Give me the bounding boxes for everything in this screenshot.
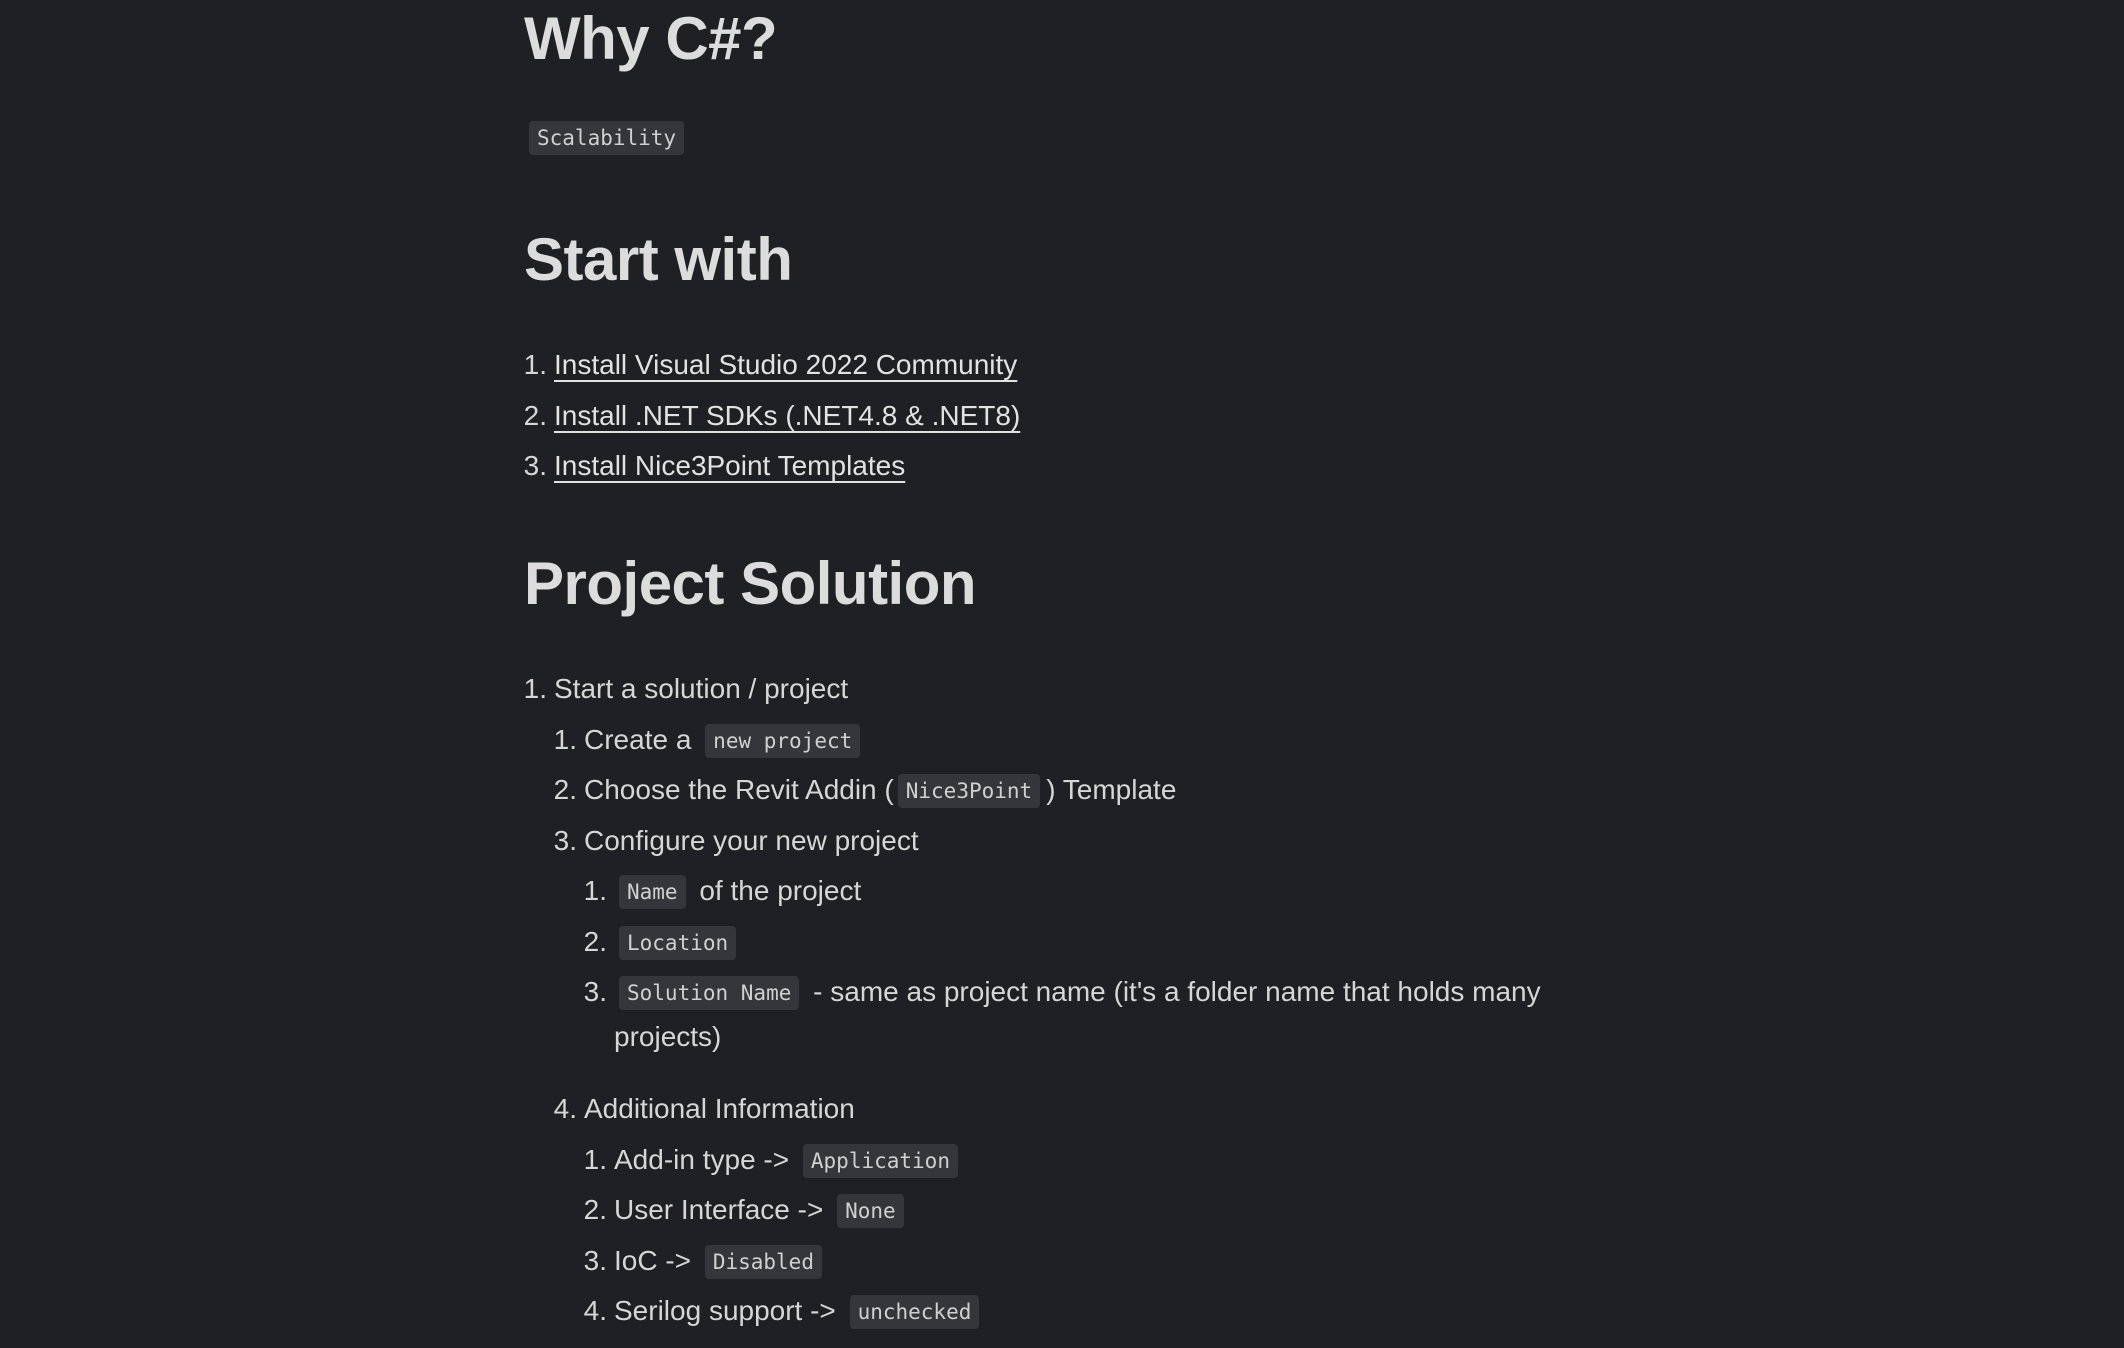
list-item: 4. Serilog support -> unchecked [583,1289,1614,1340]
inline-code-name: Name [619,875,686,909]
list-number: 2. [583,1194,607,1225]
list-item: 3. Configure your new project [553,819,1614,870]
list-number: 4. [583,1295,607,1326]
list-item-text: User Interface -> [614,1194,824,1225]
list-item: 1. Install Visual Studio 2022 Community [523,343,1020,394]
list-number: 1. [583,1143,607,1175]
list-item: 1. Name of the project [583,869,1614,920]
inline-code-scalability: Scalability [529,121,685,155]
list-item: 3. Solution Name - same as project name … [583,970,1614,1087]
list-number: 2. [583,925,607,957]
start-with-list: 1. Install Visual Studio 2022 Community … [523,343,1021,495]
list-number: 2. [523,399,547,431]
list-item-text: Additional Information [584,1093,855,1124]
list-number: 1. [523,349,547,380]
list-item-text: Configure your new project [584,824,919,856]
list-number: 3. [583,1244,607,1276]
list-item-text: ) Template [1046,774,1177,805]
heading-start-with: Start with [524,226,793,293]
inline-code-location: Location [619,925,737,960]
list-item: 1. Create a new project [553,718,1614,769]
heading-why-csharp: Why C#? [524,5,778,72]
list-item: 1. Add-in type -> Application [583,1138,1614,1189]
link-install-nice3point-templates[interactable]: Install Nice3Point Templates [554,450,906,481]
list-item-text: Serilog support -> [614,1295,836,1326]
list-item: 2. User Interface -> None [583,1188,1614,1239]
inline-code-disabled: Disabled [704,1244,822,1279]
list-number: 3. [583,976,607,1007]
project-solution-list: 1. Start a solution / project 1. Create … [523,667,1614,1340]
list-number: 1. [553,723,577,755]
inline-code-solution-name: Solution Name [619,976,800,1010]
inline-code-none: None [837,1194,904,1228]
list-item-text: Choose the Revit Addin ( [584,774,894,805]
inline-code-nice3point: Nice3Point [897,774,1041,808]
list-number: 3. [553,824,577,856]
list-item-text: Add-in type -> [614,1143,790,1175]
list-number: 4. [553,1093,577,1124]
inline-code-new-project: new project [705,723,861,758]
inline-code-unchecked: unchecked [849,1295,980,1329]
list-item: 1. Start a solution / project [523,667,1614,718]
list-item: 4. Additional Information [553,1087,1614,1138]
list-number: 2. [553,774,577,805]
list-item: 2. Choose the Revit Addin (Nice3Point) T… [553,768,1614,819]
list-item-text: IoC -> [614,1244,692,1276]
link-install-visual-studio[interactable]: Install Visual Studio 2022 Community [554,349,1018,380]
heading-project-solution: Project Solution [524,550,977,617]
list-item-text: - same as project name (it's a folder na… [614,976,1541,1052]
tag-row: Scalability [529,121,685,155]
list-number: 3. [523,450,547,481]
list-item-text: of the project [699,875,862,906]
link-install-dotnet-sdks[interactable]: Install .NET SDKs (.NET4.8 & .NET8) [554,399,1021,431]
list-number: 1. [523,673,547,704]
inline-code-application: Application [802,1143,958,1178]
list-item-text: Create a [584,723,700,755]
list-item: 3. IoC -> Disabled [583,1239,1614,1290]
list-item: 2. Install .NET SDKs (.NET4.8 & .NET8) [523,394,1021,445]
list-item: 3. Install Nice3Point Templates [523,444,1020,495]
list-item-text: Start a solution / project [554,673,849,704]
list-number: 1. [583,875,607,906]
list-item: 2. Location [583,920,1614,971]
